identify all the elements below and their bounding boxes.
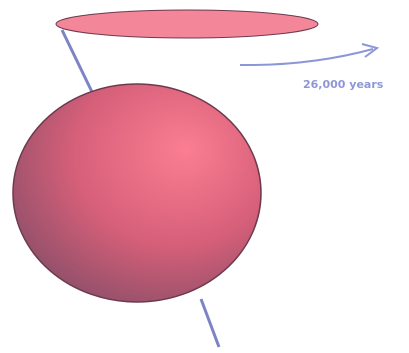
earth-sphere: [13, 84, 261, 302]
precession-cone-disk: [56, 10, 318, 38]
precession-arrow: [240, 49, 373, 65]
rotation-axis-bottom: [201, 299, 219, 347]
rotation-axis-top: [62, 30, 93, 94]
precession-period-label: 26,000 years: [303, 78, 384, 91]
